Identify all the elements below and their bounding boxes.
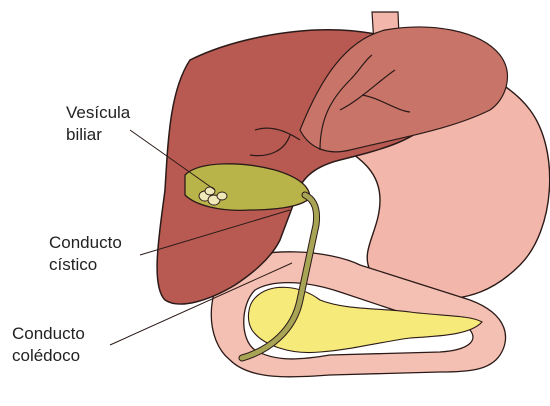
label-gallbladder: Vesícula biliar — [66, 102, 130, 146]
label-cystic-duct-line2: cístico — [49, 254, 122, 276]
label-gallbladder-line1: Vesícula — [66, 102, 130, 124]
label-cystic-duct: Conducto cístico — [49, 232, 122, 276]
label-common-bile-duct-line2: colédoco — [12, 345, 85, 367]
label-gallbladder-line2: biliar — [66, 124, 130, 146]
label-cystic-duct-line1: Conducto — [49, 232, 122, 254]
label-common-bile-duct: Conducto colédoco — [12, 323, 85, 367]
label-common-bile-duct-line1: Conducto — [12, 323, 85, 345]
